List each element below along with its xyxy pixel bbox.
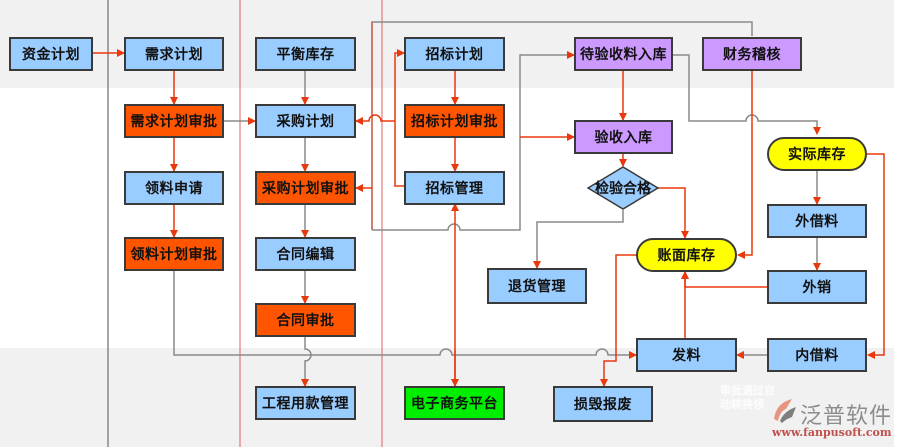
node-label: 外销 — [802, 280, 832, 296]
node-label: 平衡库存 — [276, 47, 335, 63]
node-tender-plan-approval[interactable]: 招标计划审批 — [404, 104, 505, 138]
edge-contractapproval-to-payment — [301, 337, 312, 387]
node-label: 待验收料入库 — [580, 47, 667, 63]
node-balance-inventory[interactable]: 平衡库存 — [255, 37, 356, 71]
right-edge-strip — [894, 0, 900, 447]
edge-book-to-scrap — [600, 254, 636, 387]
node-label: 合同编辑 — [276, 247, 335, 263]
decision-diamond-shape — [586, 166, 660, 210]
node-material-plan-approval[interactable]: 领料计划审批 — [124, 237, 224, 271]
node-label: 财务稽核 — [723, 47, 781, 63]
node-label: 招标管理 — [425, 181, 484, 197]
node-label: 退货管理 — [508, 279, 566, 295]
node-label: 需求计划 — [145, 47, 203, 63]
edge-to-purchaseplan — [355, 114, 395, 125]
node-label: 验收入库 — [594, 130, 653, 146]
brand-url[interactable]: www.fanpusoft.com — [772, 426, 892, 439]
overlay-caption: 审批通过自 动转换领 — [720, 384, 790, 412]
node-contract-edit[interactable]: 合同编辑 — [255, 237, 356, 271]
node-ecommerce-platform[interactable]: 电子商务平台 — [404, 386, 505, 420]
node-purchase-plan[interactable]: 采购计划 — [255, 104, 356, 138]
node-label: 工程用款管理 — [262, 396, 349, 412]
node-label: 合同审批 — [276, 313, 335, 329]
node-purchase-plan-approval[interactable]: 采购计划审批 — [255, 171, 356, 205]
node-label: 领料申请 — [145, 181, 203, 197]
node-financial-audit[interactable]: 财务稽核 — [702, 37, 802, 71]
edge-actual-to-intborrow — [867, 153, 885, 359]
node-label: 采购计划审批 — [262, 181, 349, 197]
node-inspection-receipt[interactable]: 验收入库 — [574, 120, 673, 154]
node-external-borrow[interactable]: 外借料 — [767, 204, 867, 238]
edge-tendermgmt-to-tenderplan — [394, 49, 405, 187]
overlay-caption-line1: 审批通过自 — [720, 384, 775, 397]
node-demand-plan-approval[interactable]: 需求计划审批 — [124, 104, 224, 138]
node-label: 电子商务平台 — [411, 396, 498, 412]
node-label: 需求计划审批 — [130, 114, 218, 130]
edge-materialapproval-to-issue — [173, 271, 637, 359]
node-label: 实际库存 — [788, 147, 846, 163]
overlay-caption-line2: 动转换领 — [720, 398, 764, 411]
node-fund-plan[interactable]: 资金计划 — [9, 37, 93, 71]
node-actual-inventory[interactable]: 实际库存 — [767, 137, 867, 171]
node-issue-material[interactable]: 发料 — [636, 338, 737, 372]
node-damage-scrap[interactable]: 损毁报废 — [553, 386, 653, 422]
node-return-mgmt[interactable]: 退货管理 — [487, 268, 587, 304]
swimlane-dividers — [107, 0, 383, 447]
node-label: 招标计划审批 — [411, 114, 498, 130]
edge-pending-to-actual — [673, 54, 821, 135]
node-label: 采购计划 — [276, 114, 335, 130]
node-book-inventory[interactable]: 账面库存 — [636, 238, 737, 272]
node-internal-borrow[interactable]: 内借料 — [767, 338, 867, 372]
node-label: 检验合格 — [595, 181, 651, 197]
node-tender-mgmt[interactable]: 招标管理 — [404, 171, 505, 205]
node-label: 损毁报废 — [574, 397, 632, 413]
edge-pass-to-book — [658, 187, 689, 239]
node-label: 内借料 — [795, 348, 839, 364]
edge-audit-to-book — [737, 71, 753, 259]
node-project-payment-mgmt[interactable]: 工程用款管理 — [255, 386, 356, 420]
node-inspection-pass[interactable]: 检验合格 — [586, 166, 660, 210]
node-material-request[interactable]: 领料申请 — [124, 171, 224, 205]
node-pending-inspection-receipt[interactable]: 待验收料入库 — [574, 37, 673, 71]
node-external-sale[interactable]: 外销 — [767, 270, 867, 304]
node-label: 外借料 — [795, 214, 839, 230]
edge-extsale-to-book — [681, 271, 767, 288]
node-contract-approval[interactable]: 合同审批 — [255, 303, 356, 337]
brand-name: 泛普软件 — [800, 404, 893, 429]
node-tender-plan[interactable]: 招标计划 — [404, 37, 505, 71]
edge-loop-to-pending-receipt — [372, 51, 575, 231]
edge-pass-to-return — [533, 210, 624, 269]
node-label: 资金计划 — [22, 47, 80, 63]
node-demand-plan[interactable]: 需求计划 — [124, 37, 224, 71]
node-label: 发料 — [672, 348, 701, 364]
node-label: 领料计划审批 — [130, 247, 218, 263]
brand-logo-icon — [774, 399, 796, 423]
node-label: 账面库存 — [657, 248, 716, 264]
node-label: 招标计划 — [425, 47, 484, 63]
